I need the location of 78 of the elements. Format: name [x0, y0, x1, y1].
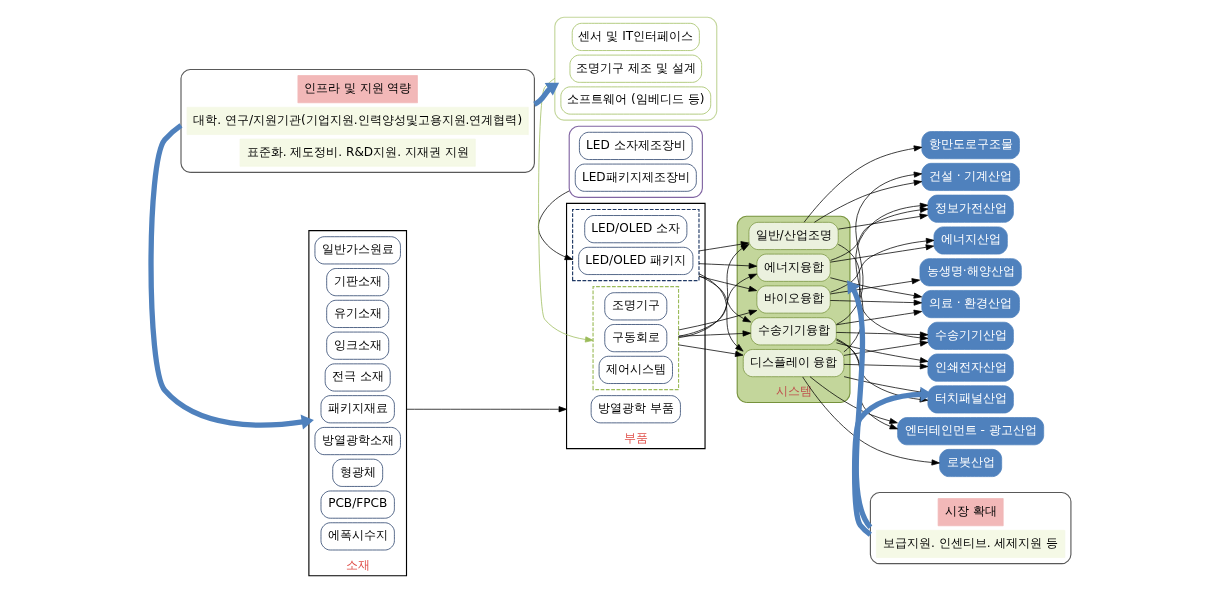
node-box: 정보가전산업 [927, 194, 1014, 223]
arrow [843, 363, 928, 370]
node-box: 바이오융합 [756, 285, 831, 314]
arrow [835, 171, 922, 325]
node-box: 농생명·해양산업 [919, 258, 1022, 287]
cluster [568, 125, 703, 198]
arrow [677, 244, 749, 339]
cluster [571, 208, 700, 282]
node-box: 형광체 [331, 458, 383, 487]
node-box: 수송기기산업 [927, 321, 1014, 350]
arrow [537, 77, 593, 343]
node-box: 보급지원. 인센티브. 세제지원 등 [875, 529, 1065, 558]
node-box: LED/OLED 패키지 [577, 246, 693, 275]
node-box: PCB/FPCB [320, 490, 395, 519]
arrow [801, 376, 940, 466]
arrow [677, 344, 743, 357]
node-box: 에너지산업 [933, 226, 1008, 255]
node-box: 인쇄전자산업 [927, 353, 1014, 382]
arrow [537, 190, 573, 261]
arrow [803, 145, 922, 223]
arrow [829, 206, 928, 261]
arrow [405, 406, 567, 413]
node-box: 시장 확대 [937, 498, 1004, 527]
cluster [179, 68, 535, 173]
node-box: 조명기구 [603, 292, 667, 321]
node-box: 기판소재 [325, 268, 389, 297]
arrow [698, 241, 749, 252]
node-box: 유기소재 [325, 299, 389, 328]
node-box: 수송기기융합 [749, 317, 837, 346]
node-box: 방열광학 부품 [590, 395, 681, 424]
arrow [837, 213, 928, 230]
arrow [829, 299, 922, 306]
node-box: 터치패널산업 [927, 385, 1014, 414]
arrow [835, 309, 922, 326]
arrow [698, 262, 757, 269]
node-box: 에폭시수지 [320, 522, 395, 551]
node-box: 잉크소재 [325, 331, 389, 360]
arrow [835, 331, 928, 338]
node-box: 표준화. 제도정비. R&D지원. 지재권 지원 [239, 138, 476, 167]
node-box: 로봇산업 [938, 449, 1002, 477]
node-box: 패키지재료 [320, 395, 395, 424]
node-box: 건설 · 기계산업 [920, 162, 1020, 191]
arrow [829, 244, 934, 263]
node-box: 엔터테인먼트 - 광고산업 [896, 417, 1044, 446]
cluster [591, 286, 679, 391]
node-box: 일반가스원료 [314, 236, 401, 265]
node-box: LED패키지제조장비 [574, 163, 697, 192]
node-box: 전극 소재 [324, 363, 391, 392]
node-box: 소프트웨어 (임베디드 등) [560, 86, 711, 115]
node-box: 구동회로 [603, 324, 667, 353]
node-box: 에너지융합 [756, 253, 831, 282]
node-box: LED 소자제조장비 [578, 131, 693, 160]
node-box: 제어시스템 [598, 355, 673, 384]
arrow [809, 376, 898, 424]
arrow [698, 275, 751, 323]
arrow [532, 82, 559, 107]
cluster [553, 16, 717, 121]
node-box: 일반/산업조명 [748, 221, 839, 250]
node-box: 의료 · 환경산업 [920, 290, 1020, 319]
node-box: 대학. 연구/지원기관(기업지원.인력양성및고용지원.연계협력) [186, 106, 529, 135]
arrow [835, 342, 928, 364]
node-box: 인프라 및 지원 역량 [297, 75, 418, 104]
arrow [843, 340, 928, 356]
node-box: 방열광학소재 [314, 427, 401, 456]
arrow [813, 179, 922, 223]
arrow [677, 309, 757, 331]
node-box: 항만도로구조물 [920, 131, 1020, 160]
node-box: 조명기구 제조 및 설계 [569, 54, 702, 83]
cluster [869, 491, 1071, 565]
arrow [677, 273, 757, 337]
arrow [829, 237, 934, 293]
arrow [698, 273, 743, 352]
node-box: 센서 및 IT인터페이스 [571, 22, 700, 51]
node-box: 디스플레이 융합 [742, 349, 844, 378]
arrow [147, 123, 314, 430]
arrow [677, 330, 751, 337]
node-box: LED/OLED 소자 [583, 215, 687, 244]
arrow [846, 280, 873, 529]
